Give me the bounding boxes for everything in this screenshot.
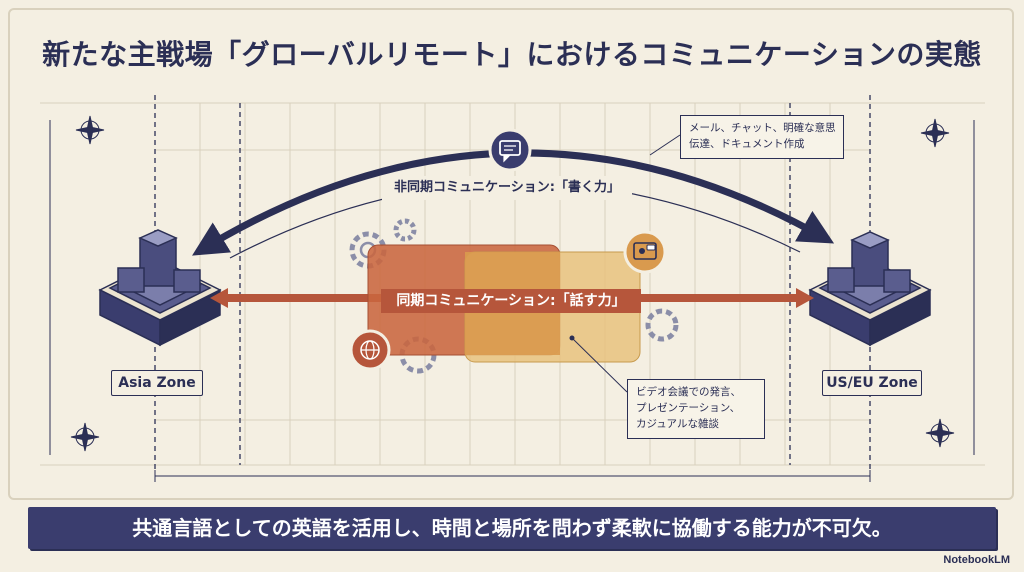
zone-label-asia: Asia Zone: [111, 370, 203, 396]
compass-rose-icon: [75, 115, 105, 145]
dashed-guides: [154, 95, 871, 470]
footer-banner: 共通言語としての英語を活用し、時間と場所を問わず柔軟に協働する能力が不可欠。: [28, 507, 996, 549]
chat-bubble-icon: [488, 128, 532, 172]
video-call-icon: [623, 230, 667, 274]
compass-rose-icon: [920, 118, 950, 148]
blueprint-frame: [8, 8, 1014, 500]
zone-label-us-eu: US/EU Zone: [822, 370, 922, 396]
sync-note-line: プレゼンテーション、: [636, 402, 741, 414]
building-right: [808, 231, 932, 347]
compass-rose-icon: [925, 418, 955, 448]
sync-note: ビデオ会議での発言、 プレゼンテーション、 カジュアルな雑談: [627, 379, 765, 439]
building-left: [98, 229, 222, 347]
brand-logo: NotebookLM: [943, 554, 1010, 566]
note-bottom-leader: [571, 337, 628, 393]
async-note-line: メール、チャット、明確な意思: [689, 122, 836, 134]
diagram-canvas: [40, 95, 985, 482]
async-note-line: 伝達、ドキュメント作成: [689, 138, 805, 150]
dimension-lines: [49, 120, 975, 482]
async-label: 非同期コミュニケーション:「書く力」: [382, 176, 632, 200]
async-note: メール、チャット、明確な意思 伝達、ドキュメント作成: [680, 115, 844, 159]
sync-note-line: ビデオ会議での発言、: [636, 386, 741, 398]
sync-note-line: カジュアルな雑談: [636, 418, 719, 430]
page-title: 新たな主戦場「グローバルリモート」におけるコミュニケーションの実態: [42, 38, 982, 71]
compass-rose-icon: [70, 422, 100, 452]
leader-dot: [569, 335, 575, 341]
note-top-leader: [649, 134, 681, 156]
globe-icon: [349, 329, 391, 371]
sync-label: 同期コミュニケーション:「話す力」: [381, 289, 641, 313]
